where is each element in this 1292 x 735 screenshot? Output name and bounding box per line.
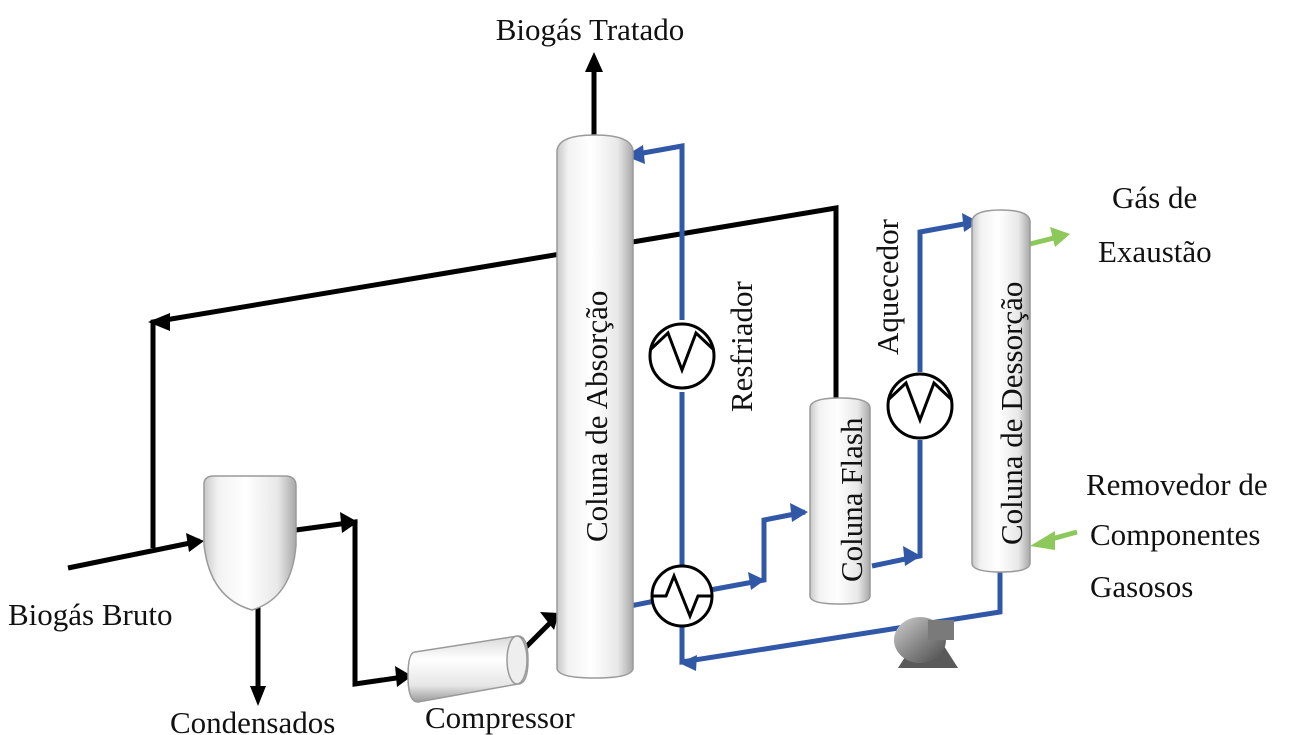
- label-gas-exaustao-2: Exaustão: [1098, 234, 1212, 269]
- flash-inlet-arrowhead: [790, 503, 808, 522]
- cooler-icon: [648, 322, 716, 390]
- condensate-arrowhead: [250, 686, 266, 706]
- flash-outlet-arrowhead: [903, 546, 921, 566]
- heat-exchanger-icon: [650, 564, 714, 628]
- stripping-gas-arrowhead: [1030, 531, 1055, 550]
- absorber-inlet-arrowhead: [540, 612, 559, 630]
- hx-outlet-arrowhead: [748, 572, 765, 590]
- label-biogas-tratado: Biogás Tratado: [496, 12, 685, 47]
- label-biogas-bruto: Biogás Bruto: [8, 597, 172, 632]
- label-coluna-flash: Coluna Flash: [834, 417, 869, 582]
- compressor-inlet-arrowhead: [395, 666, 412, 687]
- recycle-gas-line: [150, 205, 839, 548]
- flash-to-heater-line: [871, 440, 923, 569]
- heater-to-stripper-line: [917, 219, 976, 372]
- label-removedor-3: Gasosos: [1090, 569, 1193, 604]
- cooled-solvent-line: [631, 143, 685, 320]
- label-coluna-dessorcao: Coluna de Dessorção: [994, 282, 1029, 545]
- separator-vessel: [203, 475, 297, 611]
- pump: [894, 617, 958, 668]
- recycle-arrowhead: [148, 313, 170, 331]
- desorption-column: [971, 209, 1031, 573]
- label-coluna-absorcao: Coluna de Absorção: [579, 291, 614, 542]
- label-resfriador: Resfriador: [724, 280, 759, 412]
- flash-column: [809, 397, 871, 605]
- exhaust-gas-arrowhead: [1050, 227, 1070, 247]
- label-removedor-2: Componentes: [1090, 517, 1261, 552]
- label-condensados: Condensados: [170, 705, 335, 735]
- absorber-solvent-arrowhead: [625, 145, 645, 164]
- absorption-column: [556, 134, 634, 679]
- compressor: [407, 635, 529, 703]
- lean-solvent-return-arrowhead: [679, 655, 697, 671]
- label-gas-exaustao-1: Gás de: [1112, 180, 1197, 215]
- label-aquecedor: Aquecedor: [870, 218, 905, 355]
- label-compressor: Compressor: [425, 700, 576, 735]
- separator-to-compressor-line: [295, 519, 411, 687]
- separator-outlet-arrowhead: [340, 512, 358, 533]
- heater-icon: [886, 372, 954, 440]
- feed-arrowhead: [186, 533, 204, 552]
- rich-to-flash-line: [709, 509, 806, 593]
- treated-gas-arrowhead: [585, 52, 603, 72]
- stripper-inlet-arrowhead: [962, 213, 979, 232]
- lean-solvent-line: [679, 572, 1003, 665]
- biogas-feed-line: [67, 538, 202, 571]
- label-removedor-1: Removedor de: [1086, 467, 1268, 502]
